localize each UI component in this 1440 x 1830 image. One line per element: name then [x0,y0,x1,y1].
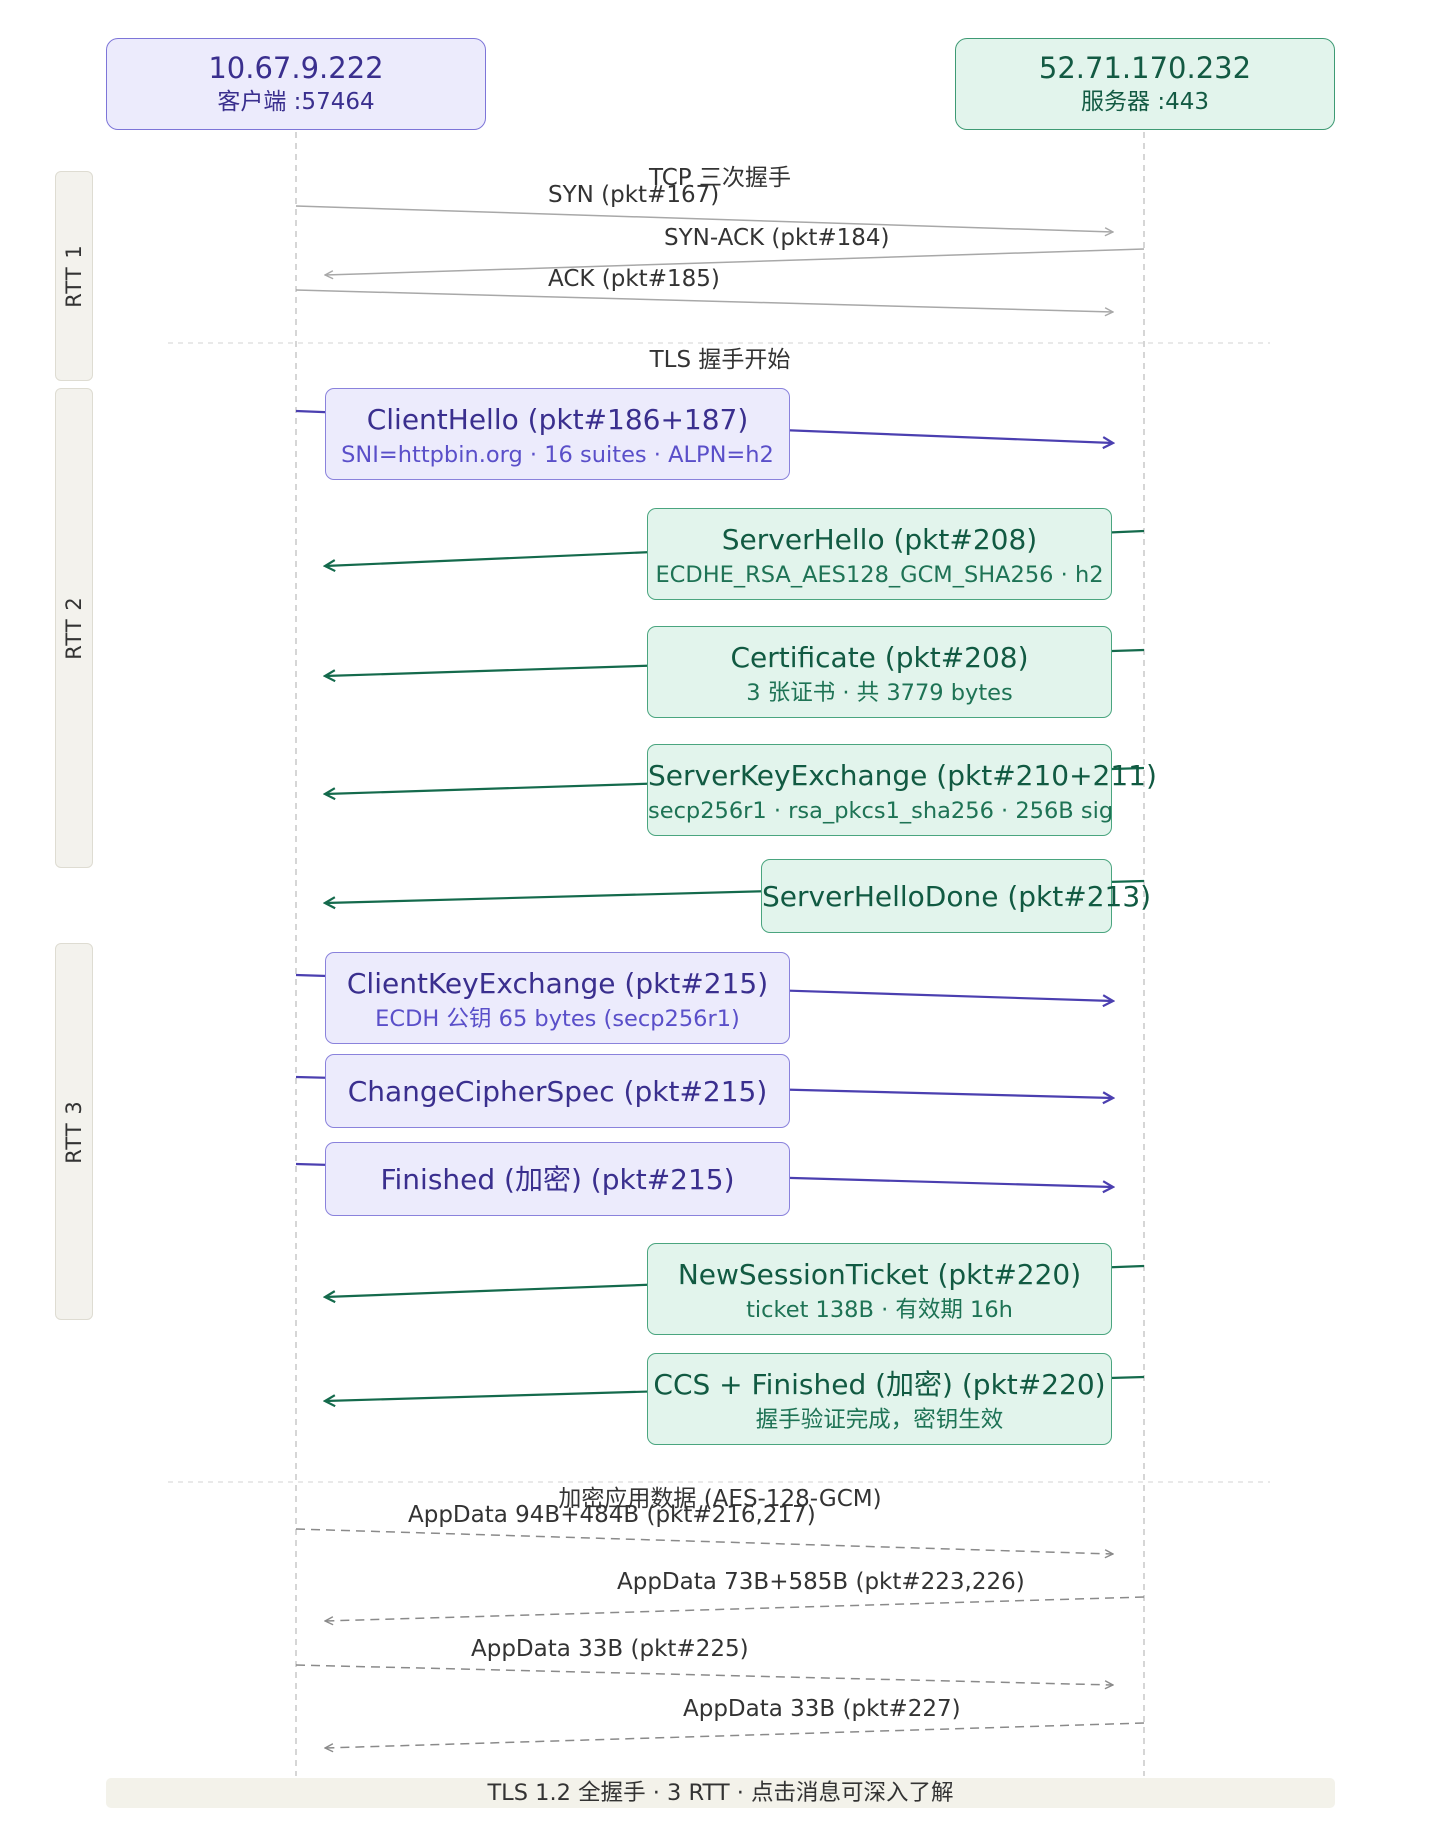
serverhello-message[interactable]: ServerHello (pkt#208) ECDHE_RSA_AES128_G… [647,508,1112,600]
serverhello-detail: ECDHE_RSA_AES128_GCM_SHA256 · h2 [655,562,1104,588]
clienthello-title: ClientHello (pkt#186+187) [366,403,749,436]
clienthello-detail: SNI=httpbin.org · 16 suites · ALPN=h2 [341,442,774,468]
syn-ack-label[interactable]: SYN-ACK (pkt#184) [664,225,890,251]
rtt-2-bar: RTT 2 [55,388,93,868]
newsessionticket-detail: ticket 138B · 有效期 16h [746,1297,1013,1323]
appdata-section-title: 加密应用数据 (AES-128-GCM) [558,1486,881,1512]
newsessionticket-title: NewSessionTicket (pkt#220) [677,1258,1082,1291]
server-host-box: 52.71.170.232 服务器 :443 [955,38,1335,130]
syn-arrow[interactable] [295,205,1113,232]
tls-section-title: TLS 握手开始 [649,347,791,373]
ccs-finished-title: CCS + Finished (加密) (pkt#220) [653,1368,1106,1401]
finished-title: Finished (加密) (pkt#215) [380,1163,735,1196]
serverhellodone-title: ServerHelloDone (pkt#213) [762,880,1152,913]
appdata-4-label[interactable]: AppData 33B (pkt#227) [683,1696,961,1722]
changecipherspec-title: ChangeCipherSpec (pkt#215) [347,1075,768,1108]
appdata-4-arrow[interactable] [325,1722,1145,1748]
ack-label[interactable]: ACK (pkt#185) [548,266,720,292]
clientkeyexchange-message[interactable]: ClientKeyExchange (pkt#215) ECDH 公钥 65 b… [325,952,790,1044]
ccs-finished-message[interactable]: CCS + Finished (加密) (pkt#220) 握手验证完成，密钥生… [647,1353,1112,1445]
appdata-3-arrow[interactable] [295,1664,1113,1685]
appdata-3-label[interactable]: AppData 33B (pkt#225) [471,1636,749,1662]
rtt-1-bar: RTT 1 [55,171,93,381]
ack-arrow[interactable] [295,289,1113,312]
ccs-finished-detail: 握手验证完成，密钥生效 [755,1407,1004,1433]
certificate-detail: 3 张证书 · 共 3779 bytes [746,680,1013,706]
clientkeyexchange-detail: ECDH 公钥 65 bytes (secp256r1) [375,1006,740,1032]
appdata-2-arrow[interactable] [325,1596,1145,1621]
clientkeyexchange-title: ClientKeyExchange (pkt#215) [346,967,769,1000]
serverkeyexchange-title: ServerKeyExchange (pkt#210+211) [648,759,1157,792]
serverkeyexchange-message[interactable]: ServerKeyExchange (pkt#210+211) secp256r… [647,744,1157,836]
newsessionticket-message[interactable]: NewSessionTicket (pkt#220) ticket 138B ·… [647,1243,1112,1335]
serverhellodone-message[interactable]: ServerHelloDone (pkt#213) [761,859,1152,933]
appdata-1-label[interactable]: AppData 94B+484B (pkt#216,217) [408,1502,816,1528]
syn-ack-arrow[interactable] [325,248,1145,275]
certificate-title: Certificate (pkt#208) [730,641,1029,674]
certificate-message[interactable]: Certificate (pkt#208) 3 张证书 · 共 3779 byt… [647,626,1112,718]
server-ip: 52.71.170.232 [1038,51,1252,85]
client-role: 客户端 :57464 [217,89,375,115]
finished-message[interactable]: Finished (加密) (pkt#215) [325,1142,790,1216]
appdata-2-label[interactable]: AppData 73B+585B (pkt#223,226) [617,1569,1025,1595]
serverkeyexchange-detail: secp256r1 · rsa_pkcs1_sha256 · 256B sig [648,798,1114,824]
footer-caption: TLS 1.2 全握手 · 3 RTT · 点击消息可深入了解 [106,1778,1335,1808]
serverhello-title: ServerHello (pkt#208) [721,523,1038,556]
rtt-3-bar: RTT 3 [55,943,93,1320]
client-ip: 10.67.9.222 [208,51,384,85]
client-host-box: 10.67.9.222 客户端 :57464 [106,38,486,130]
tcp-section-title: TCP 三次握手 [648,165,791,191]
server-role: 服务器 :443 [1081,89,1209,115]
changecipherspec-message[interactable]: ChangeCipherSpec (pkt#215) [325,1054,790,1128]
clienthello-message[interactable]: ClientHello (pkt#186+187) SNI=httpbin.or… [325,388,790,480]
syn-label[interactable]: SYN (pkt#167) [548,182,719,208]
appdata-1-arrow[interactable] [295,1528,1113,1554]
